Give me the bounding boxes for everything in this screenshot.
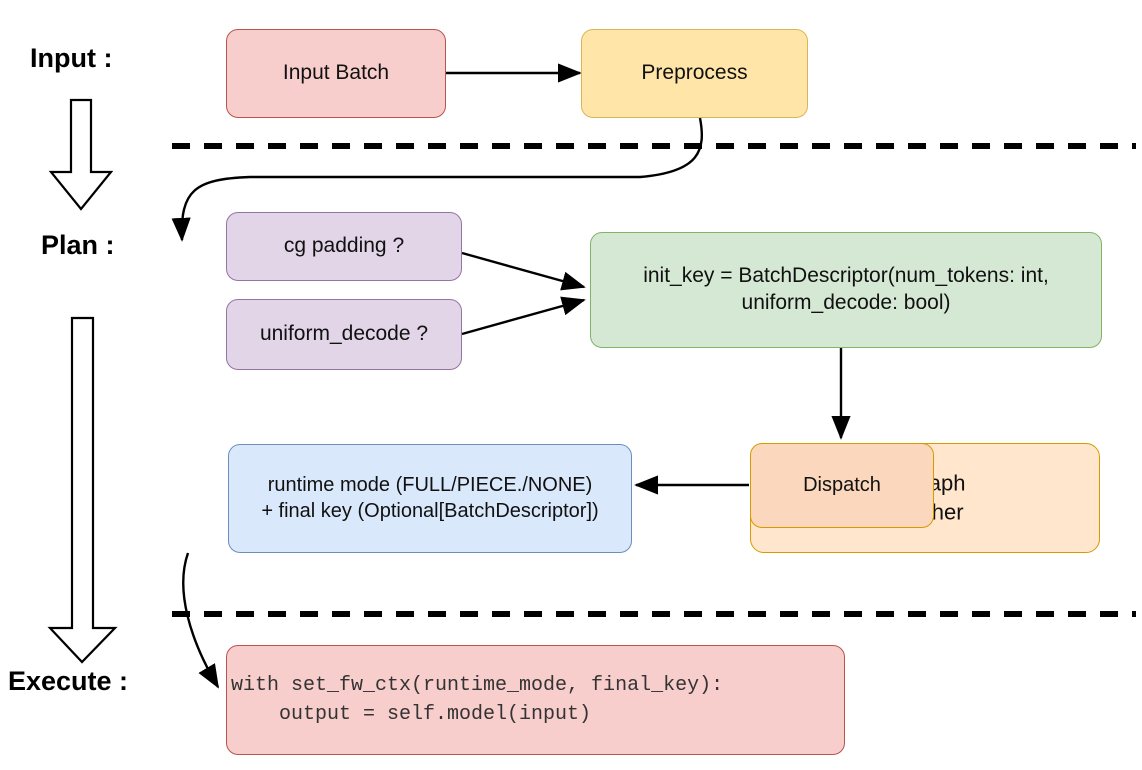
node-init-key-line2: uniform_decode: bool) bbox=[741, 291, 951, 314]
node-cg-padding-label: cg padding ? bbox=[283, 234, 405, 258]
node-uniform-decode-label: uniform_decode ? bbox=[259, 322, 429, 346]
node-runtime-mode[interactable]: runtime mode (FULL/PIECE./NONE) + final … bbox=[228, 444, 632, 553]
edge-preprocess-to-cg-padding bbox=[171, 117, 704, 242]
node-init-key-line1: init_key = BatchDescriptor(num_tokens: i… bbox=[643, 264, 1049, 288]
node-preprocess-label: Preprocess bbox=[641, 61, 748, 85]
node-dispatch-label: Dispatch bbox=[803, 473, 881, 496]
node-preprocess[interactable]: Preprocess bbox=[581, 29, 808, 118]
edge-runtime-mode-to-execute-code bbox=[182, 552, 220, 689]
node-runtime-mode-line1: runtime mode (FULL/PIECE./NONE) bbox=[267, 473, 593, 496]
node-cg-padding[interactable]: cg padding ? bbox=[226, 212, 462, 281]
node-input-batch[interactable]: Input Batch bbox=[226, 29, 446, 118]
node-input-batch-label: Input Batch bbox=[282, 61, 390, 85]
stage-arrow-plan-to-execute bbox=[47, 316, 118, 664]
stage-label-input: Input : bbox=[30, 43, 113, 73]
node-runtime-mode-line2: + final key (Optional[BatchDescriptor]) bbox=[261, 499, 599, 522]
stage-arrow-input-to-plan bbox=[48, 98, 114, 211]
stage-label-plan: Plan : bbox=[41, 230, 115, 260]
node-init-key[interactable]: init_key = BatchDescriptor(num_tokens: i… bbox=[590, 232, 1102, 348]
node-execute-code-line2: output = self.model(input) bbox=[231, 703, 592, 726]
node-execute-code[interactable]: with set_fw_ctx(runtime_mode, final_key)… bbox=[226, 645, 845, 755]
edge-cg-padding-to-init-key bbox=[461, 251, 586, 291]
node-dispatch[interactable]: Dispatch bbox=[750, 443, 934, 528]
edge-uniform-decode-to-init-key bbox=[461, 296, 586, 336]
stage-label-execute: Execute : bbox=[8, 666, 129, 696]
node-uniform-decode[interactable]: uniform_decode ? bbox=[226, 299, 462, 370]
node-execute-code-line1: with set_fw_ctx(runtime_mode, final_key)… bbox=[231, 674, 724, 697]
